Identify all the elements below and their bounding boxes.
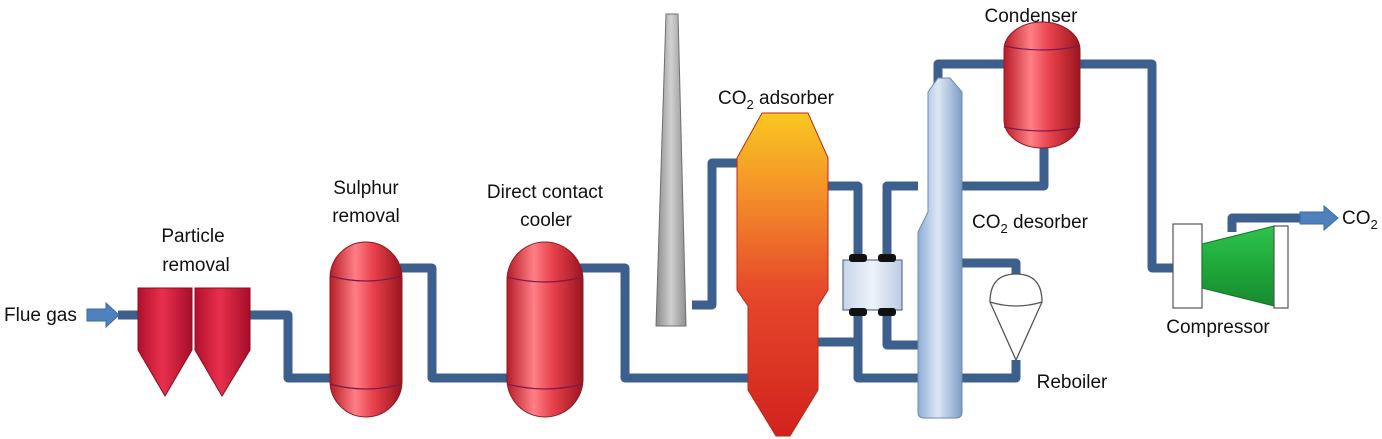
reboiler-vessel bbox=[989, 273, 1043, 362]
pipe-network bbox=[118, 59, 1300, 383]
co2-desorber-label: CO2 desorber bbox=[972, 212, 1089, 236]
pipe-adsorber-top-to-hx bbox=[828, 181, 863, 260]
stack-chimney bbox=[655, 13, 687, 327]
pipe-sulphur-to-cooler bbox=[400, 263, 510, 383]
co2-adsorber-column bbox=[736, 112, 829, 437]
pipe-filter-to-sulphur bbox=[250, 310, 332, 383]
particle-removal-label-line1: Particle bbox=[161, 226, 224, 247]
pipe-hx-right-to-desorber bbox=[882, 310, 918, 350]
sulphur-removal-vessel bbox=[329, 241, 403, 418]
particle-removal-label-line2: removal bbox=[162, 255, 230, 276]
particle-removal-filter bbox=[137, 287, 251, 397]
co2-desorber-column bbox=[917, 77, 963, 419]
co2-outlet-arrow bbox=[1299, 204, 1339, 232]
direct-contact-cooler-label-line2: cooler bbox=[520, 210, 572, 231]
sulphur-removal-label-line1: Sulphur bbox=[333, 178, 399, 199]
sulphur-removal-label-line2: removal bbox=[332, 206, 400, 227]
flue-gas-label: Flue gas bbox=[4, 305, 77, 326]
pipe-cooler-to-adsorber bbox=[580, 263, 748, 383]
pipe-compressor-outlet bbox=[1227, 213, 1300, 232]
condenser-vessel bbox=[1003, 21, 1081, 149]
co2-adsorber-label: CO2 adsorber bbox=[718, 88, 835, 112]
pipe-condenser-return bbox=[962, 148, 1049, 191]
heat-exchanger bbox=[842, 254, 903, 316]
pipe-condenser-to-compressor bbox=[1080, 59, 1175, 273]
pipe-reboiler-to-desorber bbox=[962, 360, 1021, 383]
pipe-hx-to-desorber-top bbox=[882, 181, 918, 260]
reboiler-label: Reboiler bbox=[1037, 372, 1108, 393]
flue-gas-arrow bbox=[86, 301, 120, 329]
compressor-label: Compressor bbox=[1166, 317, 1270, 338]
direct-contact-cooler-label-line1: Direct contact bbox=[487, 182, 604, 203]
compressor bbox=[1172, 223, 1289, 309]
pipe-desorber-to-reboiler bbox=[962, 258, 1021, 276]
pipe-desorber-bottom-to-hx bbox=[853, 310, 918, 383]
direct-contact-cooler-vessel bbox=[506, 241, 584, 418]
pipe-adsorber-to-stack bbox=[692, 158, 742, 310]
condenser-label: Condenser bbox=[985, 6, 1079, 27]
co2-outlet-label: CO2 bbox=[1342, 208, 1378, 232]
